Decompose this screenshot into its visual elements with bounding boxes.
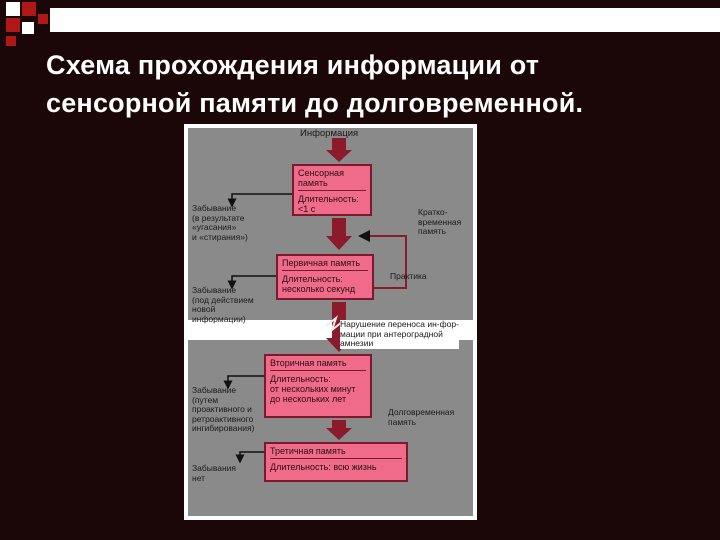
sensory-title-2: память <box>298 178 366 191</box>
forget-arrow-4 <box>235 451 266 464</box>
short-term-line-2: временная <box>418 216 462 227</box>
forget3-line-1: Забывание <box>192 385 237 395</box>
disruption-line-3: амнезии <box>340 338 374 348</box>
input-label: Информация <box>300 128 359 139</box>
secondary-duration-1: Длительность: <box>270 374 331 384</box>
forget1-line-2: (в результате <box>192 212 245 223</box>
decor-square <box>22 22 34 34</box>
forget-label-4: Забывания нет <box>192 463 237 483</box>
forget3-line-5: ингибирования) <box>192 423 255 433</box>
forget4-line-1: Забывания <box>192 463 237 473</box>
primary-title: Первичная память <box>282 258 368 271</box>
forget3-line-2: (путем <box>192 394 219 405</box>
slide-title: Схема прохождения информации от сенсорно… <box>46 46 706 122</box>
primary-duration-2: несколько секунд <box>282 284 356 294</box>
secondary-duration-3: до нескольких лет <box>270 394 347 404</box>
short-term-memory-label: Кратко- временная память <box>418 207 462 237</box>
arrow-sensory-to-primary <box>326 218 352 250</box>
forget3-line-3: проактивного и <box>192 404 252 414</box>
title-line-2: сенсорной памяти до долговременной. <box>46 88 584 118</box>
forget-arrow-3 <box>223 375 266 390</box>
long-term-memory-label: Долговременная память <box>388 407 455 427</box>
forget2-line-1: Забывание <box>192 285 237 295</box>
title-line-1: Схема прохождения информации от <box>46 50 540 80</box>
tertiary-duration: Длительность: всю жизнь <box>270 462 377 472</box>
forget1-line-3: «угасания» <box>192 222 237 232</box>
short-term-line-1: Кратко- <box>418 207 448 217</box>
forget-label-2: Забывание (под действием новой информаци… <box>192 285 254 324</box>
arrow-secondary-to-tertiary <box>326 420 352 440</box>
secondary-duration-2: от нескольких минут <box>270 384 356 394</box>
decor-square <box>38 14 48 24</box>
tertiary-title: Третичная память <box>270 446 402 459</box>
memory-flow-diagram: Информация Сенсорная память Длительность… <box>184 124 477 520</box>
secondary-memory-box: Вторичная память Длительность: от нескол… <box>264 354 372 418</box>
secondary-title: Вторичная память <box>270 358 366 371</box>
disruption-label: Нарушение переноса ин-фор- мации при ант… <box>340 319 459 349</box>
long-term-line-2: память <box>388 416 417 427</box>
disruption-line-2: мации при антероградной <box>340 328 443 339</box>
tertiary-memory-box: Третичная память Длительность: всю жизнь <box>264 442 408 482</box>
sensory-duration-1: Длительность: <box>298 194 359 204</box>
forget-arrow-2 <box>227 275 276 290</box>
forget3-line-4: ретроактивного <box>192 413 254 424</box>
short-term-line-3: память <box>418 226 447 236</box>
forget2-line-4: информации) <box>192 313 246 324</box>
sensory-duration-2: <1 с <box>298 204 316 214</box>
forget2-line-3: новой <box>192 304 216 314</box>
forget4-line-2: нет <box>192 472 206 483</box>
top-bar-line <box>50 8 720 32</box>
long-term-line-1: Долговременная <box>388 407 455 417</box>
primary-memory-box: Первичная память Длительность: несколько… <box>276 254 374 300</box>
practice-loop <box>358 230 407 289</box>
diagram-arrows <box>223 138 407 464</box>
forget-label-3: Забывание (путем проактивного и ретроакт… <box>192 385 255 434</box>
arrow-into-sensory <box>326 138 352 162</box>
forget2-line-2: (под действием <box>192 294 254 305</box>
decor-square <box>6 36 16 46</box>
forget1-line-4: и «стирания») <box>192 231 248 242</box>
forget1-line-1: Забывание <box>192 203 237 213</box>
disruption-zigzag <box>325 315 343 333</box>
sensory-title-1: Сенсорная <box>298 168 344 178</box>
sensory-memory-box: Сенсорная память Длительность: <1 с <box>292 164 372 216</box>
forget-arrow-1 <box>227 193 294 208</box>
decor-square <box>22 2 36 16</box>
forget-label-1: Забывание (в результате «угасания» и «ст… <box>192 203 248 242</box>
primary-duration-1: Длительность: <box>282 274 343 284</box>
decor-square <box>6 18 20 32</box>
decor-square <box>6 2 20 16</box>
practice-label: Практика <box>390 271 427 281</box>
disruption-line-1: Нарушение переноса ин-фор- <box>340 319 459 329</box>
